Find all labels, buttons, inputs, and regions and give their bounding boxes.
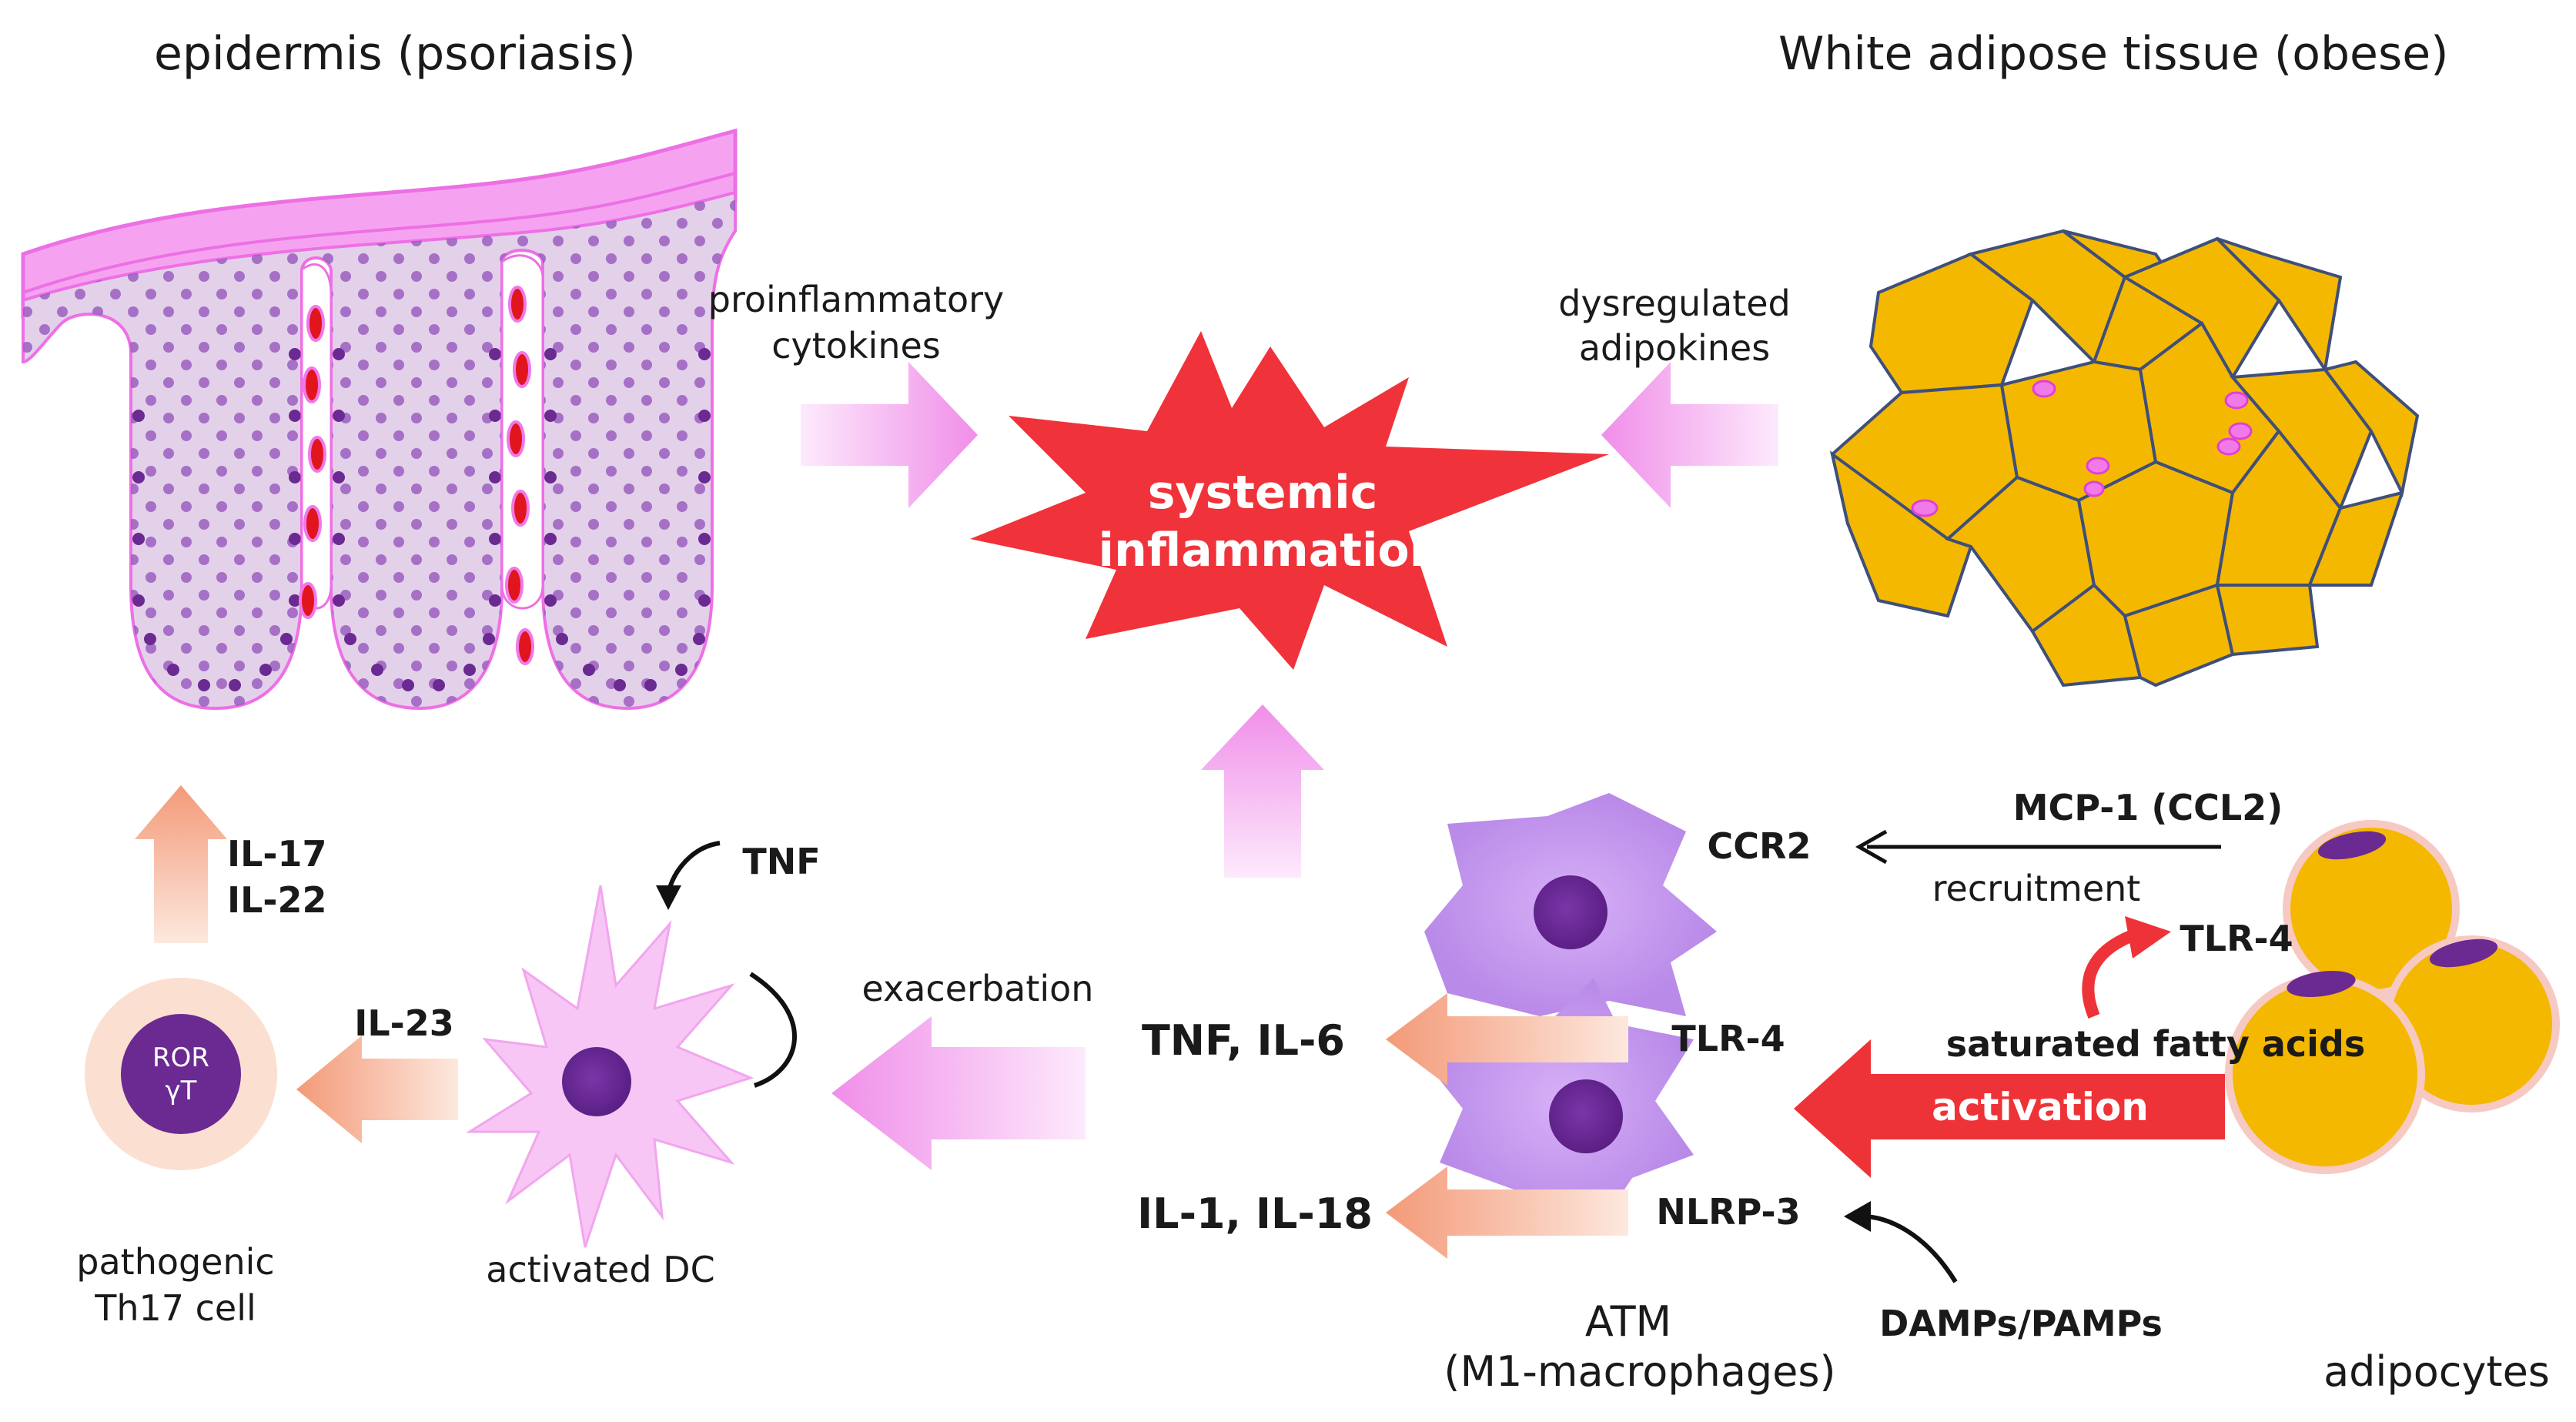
il17-label: IL-17 bbox=[227, 833, 327, 875]
il23-arrow bbox=[296, 1036, 458, 1143]
mcp1-label: MCP-1 (CCL2) bbox=[2013, 787, 2283, 828]
th17-cell bbox=[85, 978, 277, 1170]
recruitment-label: recruitment bbox=[1932, 868, 2141, 909]
nlrp3-label: NLRP-3 bbox=[1656, 1191, 1800, 1233]
dysregulated-label-2: adipokines bbox=[1579, 327, 1770, 369]
adipose-tissue-illustration bbox=[1829, 229, 2420, 688]
dc-nucleus bbox=[562, 1047, 631, 1116]
macrophage-cell bbox=[1424, 793, 1717, 1016]
ror-label-1: ROR bbox=[152, 1042, 209, 1073]
exacerbation-label: exacerbation bbox=[862, 968, 1094, 1009]
exacerbation-arrow bbox=[831, 1016, 1086, 1170]
saturated-fatty-acids-label: saturated fatty acids bbox=[1946, 1023, 2365, 1065]
wat-title: White adipose tissue (obese) bbox=[1778, 27, 2449, 81]
il23-label: IL-23 bbox=[354, 1002, 454, 1044]
tnf-il6-arrow bbox=[1386, 993, 1628, 1086]
tlr4-adipocyte-label: TLR-4 bbox=[2180, 918, 2293, 959]
il1-il18-label: IL-1, IL-18 bbox=[1137, 1189, 1373, 1238]
adipocytes-label: adipocytes bbox=[2323, 1347, 2550, 1396]
damps-label: DAMPs/PAMPs bbox=[1879, 1303, 2163, 1344]
tlr4-curved-arrow bbox=[2082, 929, 2136, 1019]
il22-label: IL-22 bbox=[227, 879, 327, 921]
th17-label-2: Th17 cell bbox=[94, 1287, 256, 1329]
systemic-text-2: inflammation bbox=[1099, 524, 1443, 577]
atm-label-1: ATM bbox=[1585, 1297, 1671, 1346]
il1-il18-arrow bbox=[1386, 1166, 1628, 1259]
tnf-dc-label: TNF bbox=[742, 841, 820, 882]
damps-arrow bbox=[1862, 1214, 1958, 1283]
activated-dc-label: activated DC bbox=[486, 1249, 714, 1290]
activation-arrow bbox=[1794, 1039, 2225, 1178]
systemic-text-1: systemic bbox=[1148, 466, 1378, 520]
tnf-il6-label: TNF, IL-6 bbox=[1142, 1016, 1345, 1065]
tlr4-atm-label: TLR-4 bbox=[1671, 1018, 1785, 1059]
ror-label-2: γT bbox=[166, 1076, 197, 1106]
proinflammatory-label-2: cytokines bbox=[771, 325, 941, 366]
th17-label-1: pathogenic bbox=[76, 1241, 274, 1283]
dysregulated-arrow bbox=[1601, 362, 1778, 508]
dysregulated-label-1: dysregulated bbox=[1558, 283, 1790, 324]
tnf-loop-arrow bbox=[749, 972, 797, 1088]
activation-label: activation bbox=[1932, 1085, 2149, 1129]
proinflammatory-label-1: proinflammatory bbox=[708, 279, 1004, 320]
up-arrow-to-inflammation bbox=[1201, 704, 1324, 878]
macrophage-cell-2 bbox=[1432, 978, 1694, 1224]
proinflammatory-arrow bbox=[801, 362, 978, 508]
il17-up-arrow bbox=[135, 785, 227, 943]
systemic-inflammation-starburst bbox=[970, 331, 1609, 670]
epidermis-illustration bbox=[21, 128, 738, 711]
atm-label-2: (M1-macrophages) bbox=[1444, 1347, 1835, 1396]
adipocyte-cell bbox=[2225, 820, 2560, 1174]
epidermis-title: epidermis (psoriasis) bbox=[154, 27, 636, 81]
ccr2-label: CCR2 bbox=[1708, 825, 1812, 867]
